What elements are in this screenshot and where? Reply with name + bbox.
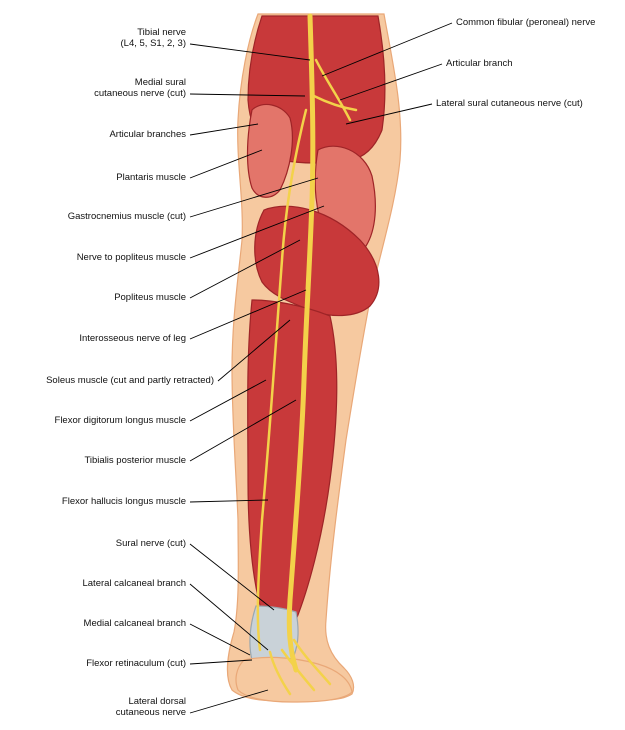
label-common-fibular-line1: Common fibular (peroneal) nerve xyxy=(456,17,596,28)
label-articular-branch-line1: Articular branch xyxy=(446,58,513,69)
leader-fdl xyxy=(189,379,267,422)
label-medial-sural-line1: Medial sural xyxy=(134,77,186,88)
leader-lateral-calcaneal xyxy=(189,583,269,651)
label-gastrocnemius-line1: Gastrocnemius muscle (cut) xyxy=(67,211,186,222)
leader-interosseous xyxy=(189,289,307,340)
label-tibial-nerve-line2: (L4, 5, S1, 2, 3) xyxy=(120,38,186,49)
label-plantaris-line1: Plantaris muscle xyxy=(116,172,186,183)
label-tibialis-posterior-line1: Tibialis posterior muscle xyxy=(84,455,186,466)
label-medial-calcaneal-line1: Medial calcaneal branch xyxy=(83,618,186,629)
label-lateral-calcaneal: Lateral calcaneal branch xyxy=(82,578,186,589)
label-gastrocnemius: Gastrocnemius muscle (cut) xyxy=(68,211,186,222)
leader-lateral-sural xyxy=(345,103,433,125)
soleus-region xyxy=(254,205,380,317)
leader-articular-branches xyxy=(189,123,259,136)
common-fibular-nerve xyxy=(314,58,352,122)
label-articular-branches-line1: Articular branches xyxy=(109,129,186,140)
sural-branch xyxy=(256,108,308,652)
leader-tibial-nerve xyxy=(189,43,311,61)
leader-fhl xyxy=(189,499,269,503)
label-interosseous-line1: Interosseous nerve of leg xyxy=(79,333,186,344)
leader-flexor-retinaculum xyxy=(189,659,253,665)
articular-branch-nerve xyxy=(312,94,358,112)
label-interosseous: Interosseous nerve of leg xyxy=(79,333,186,344)
label-sural-nerve: Sural nerve (cut) xyxy=(116,538,186,549)
leader-popliteus xyxy=(189,239,301,299)
label-common-fibular: Common fibular (peroneal) nerve xyxy=(456,17,595,28)
label-lateral-sural-line1: Lateral sural cutaneous nerve (cut) xyxy=(436,98,583,109)
leader-medial-calcaneal xyxy=(189,623,251,656)
label-articular-branch: Articular branch xyxy=(446,58,513,69)
label-soleus: Soleus muscle (cut and partly retracted) xyxy=(46,375,214,386)
label-popliteus: Popliteus muscle xyxy=(114,292,186,303)
label-fhl: Flexor hallucis longus muscle xyxy=(62,496,186,507)
label-lateral-dorsal-line1: Lateral dorsal xyxy=(128,696,186,707)
foot-branch-1 xyxy=(292,638,332,686)
leader-gastrocnemius xyxy=(189,177,319,218)
leader-tibialis-posterior xyxy=(189,399,297,462)
foot-branch-3 xyxy=(268,650,292,696)
label-fdl: Flexor digitorum longus muscle xyxy=(55,415,186,426)
leader-sural-nerve xyxy=(189,543,275,611)
leader-plantaris xyxy=(189,149,263,179)
tibial-nerve-trunk xyxy=(286,13,316,673)
label-lateral-calcaneal-line1: Lateral calcaneal branch xyxy=(82,578,186,589)
label-fhl-line1: Flexor hallucis longus muscle xyxy=(61,496,186,507)
leader-nerve-popliteus xyxy=(189,205,325,259)
label-medial-sural-line2: cutaneous nerve (cut) xyxy=(94,88,186,99)
label-nerve-popliteus: Nerve to popliteus muscle xyxy=(77,252,186,263)
label-plantaris: Plantaris muscle xyxy=(116,172,186,183)
label-nerve-popliteus-line1: Nerve to popliteus muscle xyxy=(76,252,186,263)
label-sural-nerve-line1: Sural nerve (cut) xyxy=(115,538,186,549)
label-lateral-sural: Lateral sural cutaneous nerve (cut) xyxy=(436,98,583,109)
label-flexor-retinaculum-line1: Flexor retinaculum (cut) xyxy=(86,658,186,669)
leader-lines xyxy=(189,22,453,714)
label-lateral-dorsal-line2: cutaneous nerve xyxy=(115,707,186,718)
label-fdl-line1: Flexor digitorum longus muscle xyxy=(54,415,186,426)
label-articular-branches: Articular branches xyxy=(109,129,186,140)
label-soleus-line1: Soleus muscle (cut and partly retracted) xyxy=(46,375,214,386)
leader-soleus xyxy=(217,319,291,382)
label-tibialis-posterior: Tibialis posterior muscle xyxy=(84,455,186,466)
label-medial-calcaneal: Medial calcaneal branch xyxy=(84,618,186,629)
leader-articular-branch xyxy=(339,63,443,101)
label-popliteus-line1: Popliteus muscle xyxy=(114,292,186,303)
leader-medial-sural xyxy=(189,93,306,97)
label-flexor-retinaculum: Flexor retinaculum (cut) xyxy=(86,658,186,669)
label-tibial-nerve: Tibial nerve(L4, 5, S1, 2, 3) xyxy=(121,27,186,49)
label-tibial-nerve-line1: Tibial nerve xyxy=(137,27,186,38)
foot-branch-2 xyxy=(280,648,316,692)
leader-lateral-dorsal xyxy=(189,689,269,714)
leader-common-fibular xyxy=(321,22,453,77)
